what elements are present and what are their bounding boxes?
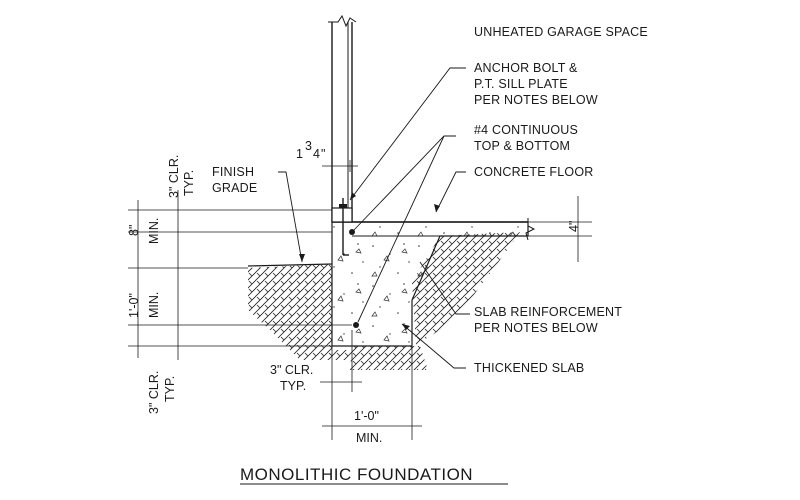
bottom-dimensions — [320, 330, 422, 440]
dim-sill-unit: " — [321, 147, 325, 161]
rebar-top — [349, 229, 355, 235]
leaders — [278, 67, 470, 369]
dim-8-min: MIN. — [147, 218, 161, 244]
dim-top-clear-2: TYP. — [182, 170, 196, 196]
dim-width-min: MIN. — [356, 431, 382, 445]
label-anchor-2: P.T. SILL PLATE — [474, 77, 568, 91]
soil-right — [412, 232, 520, 345]
dimension-lines-right — [528, 196, 592, 262]
stud-wall — [328, 14, 357, 223]
dim-sill-den: 4 — [313, 147, 320, 161]
sill-offset-dimension — [322, 160, 358, 172]
anchor-bolt — [339, 198, 349, 256]
label-finish-1: FINISH — [212, 165, 254, 179]
dim-bottom-clear-1: 3" CLR. — [147, 371, 161, 414]
label-slab-reinf-2: PER NOTES BELOW — [474, 321, 598, 335]
label-anchor-1: ANCHOR BOLT & — [474, 61, 578, 75]
dim-sill-whole: 1 — [296, 147, 303, 161]
label-rebar-1: #4 CONTINUOUS — [474, 123, 578, 137]
dimension-lines-left — [128, 190, 352, 360]
label-floor: CONCRETE FLOOR — [474, 165, 593, 179]
soil-left — [248, 264, 352, 360]
label-finish-2: GRADE — [212, 181, 257, 195]
dim-side-clear-2: TYP. — [280, 379, 306, 393]
dim-side-clear-1: 3" CLR. — [270, 363, 313, 377]
dim-width: 1'-0" — [354, 409, 379, 423]
dim-12-min: MIN. — [147, 292, 161, 318]
dim-slab-thickness: 4" — [567, 221, 581, 232]
rebar-bottom — [353, 322, 359, 328]
label-slab-reinf-1: SLAB REINFORCEMENT — [474, 305, 622, 319]
label-thickened: THICKENED SLAB — [474, 361, 584, 375]
drawing-title: MONOLITHIC FOUNDATION — [240, 465, 473, 484]
label-space: UNHEATED GARAGE SPACE — [474, 25, 648, 39]
dim-8: 8" — [127, 225, 141, 236]
soil-bottom — [350, 346, 428, 370]
label-anchor-3: PER NOTES BELOW — [474, 93, 598, 107]
label-rebar-2: TOP & BOTTOM — [474, 139, 570, 153]
dim-12: 1'-0" — [127, 293, 141, 318]
dim-sill-num: 3 — [305, 139, 312, 153]
dim-bottom-clear-2: TYP. — [163, 376, 177, 402]
dim-top-clear-1: 3" CLR. — [167, 155, 181, 198]
